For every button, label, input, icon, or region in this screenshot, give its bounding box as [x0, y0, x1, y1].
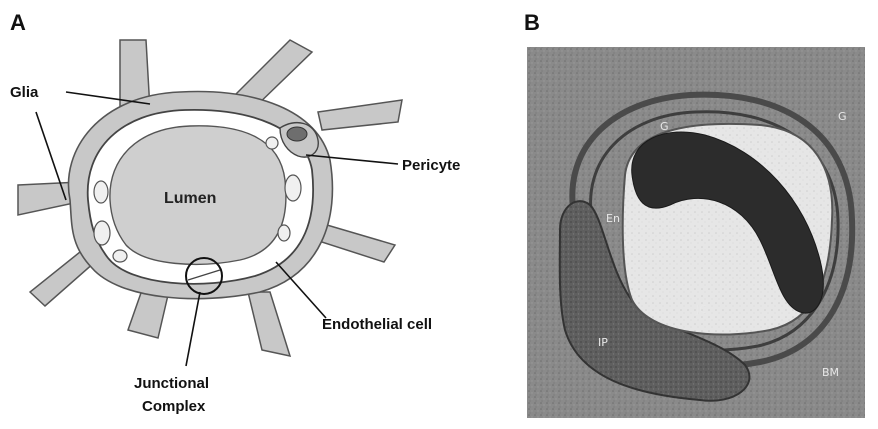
label-junctional-line2: Complex — [142, 398, 206, 415]
em-label-g-top: G — [660, 120, 669, 133]
label-glia: Glia — [10, 84, 39, 101]
panel-a-letter: A — [10, 10, 26, 35]
em-label-bm: BM — [822, 366, 839, 379]
panel-b-letter: B — [524, 10, 540, 35]
em-label-en: En — [606, 212, 620, 225]
em-label-jc: JC — [695, 303, 707, 316]
label-junctional-line1: Junctional — [134, 375, 209, 392]
label-pericyte: Pericyte — [402, 157, 460, 174]
endothelial-nucleus — [113, 250, 127, 262]
pericyte-nucleus — [287, 127, 307, 141]
label-endothelial-cell: Endothelial cell — [322, 316, 432, 333]
endothelial-nucleus — [94, 221, 110, 245]
leader-junctional — [186, 292, 200, 366]
endothelial-nucleus — [266, 137, 278, 149]
glia-process-right — [318, 100, 402, 130]
glia-process-bottom-right — [248, 292, 290, 356]
label-lumen: Lumen — [164, 190, 216, 207]
endothelial-nucleus — [278, 225, 290, 241]
electron-micrograph: G G En JC IP BM — [527, 47, 865, 418]
endothelial-nucleus — [285, 175, 301, 201]
endothelial-nucleus — [94, 181, 108, 203]
em-label-g-right: G — [838, 110, 847, 123]
em-label-ip: IP — [598, 336, 608, 349]
